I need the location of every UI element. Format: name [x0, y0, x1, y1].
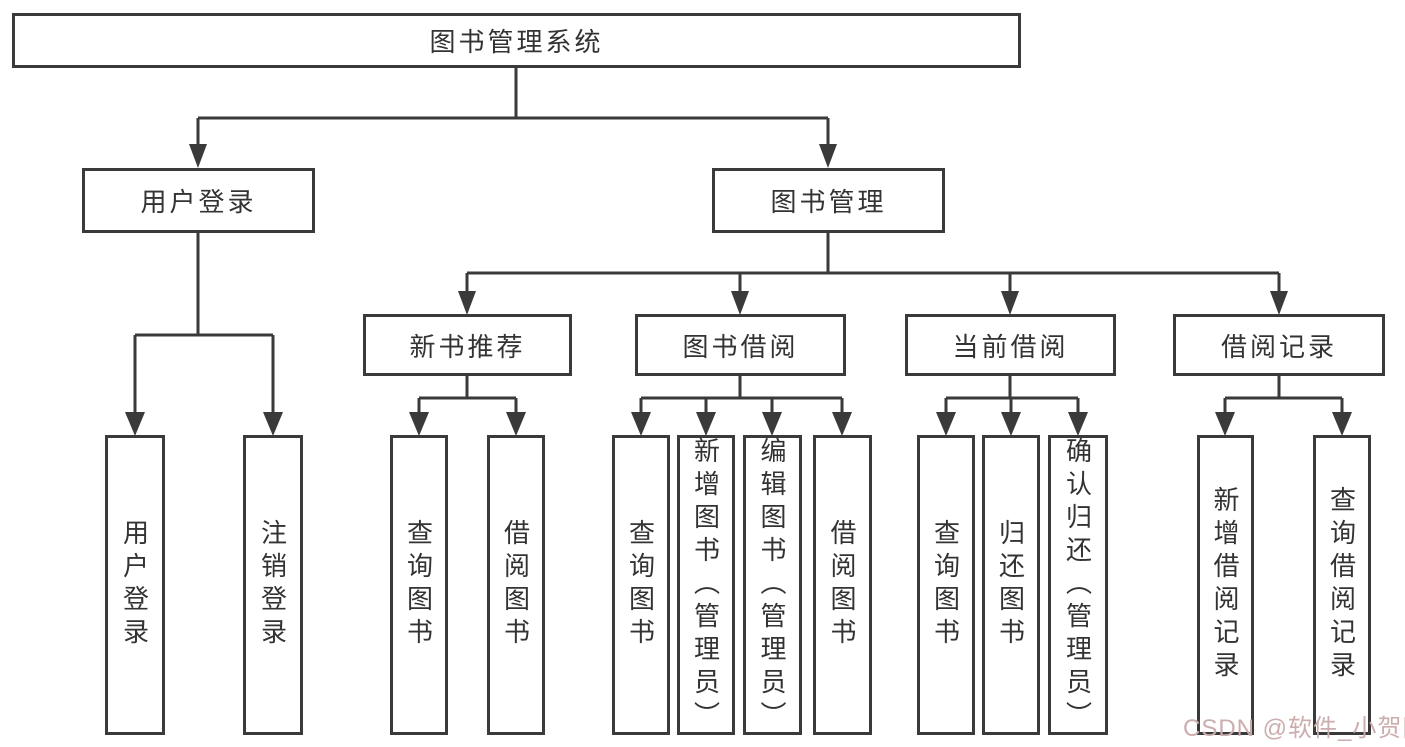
node-book-borrow: 图书借阅 — [635, 314, 846, 376]
node-label: 新书推荐 — [409, 331, 526, 362]
node-label: 图书管理 — [770, 187, 887, 217]
node-leaf-user-login: 用户登录 — [105, 435, 165, 735]
node-label: 查询借阅记录 — [1326, 486, 1357, 684]
node-leaf-newbooks-query: 查询图书 — [390, 435, 448, 735]
node-new-book-recommend: 新书推荐 — [363, 314, 572, 376]
node-root-system: 图书管理系统 — [12, 13, 1021, 68]
node-label: 借阅记录 — [1220, 331, 1337, 362]
node-leaf-logout: 注销登录 — [243, 435, 303, 735]
node-label: 查询图书 — [403, 519, 434, 651]
node-label: 查询图书 — [930, 519, 961, 651]
node-label: 图书管理系统 — [429, 27, 604, 57]
node-leaf-records-add: 新增借阅记录 — [1197, 435, 1254, 735]
node-label: 图书借阅 — [682, 331, 799, 362]
arrowheads-user-login-leaves — [125, 412, 283, 436]
node-leaf-newbooks-borrow: 借阅图书 — [487, 435, 545, 735]
connector-current-borrow-to-leaves — [944, 376, 1080, 414]
node-borrow-records: 借阅记录 — [1173, 314, 1385, 376]
node-current-borrow: 当前借阅 — [905, 314, 1116, 376]
watermark-text: CSDN @软件_小贺同学 — [1183, 715, 1405, 742]
node-leaf-borrow-add-admin: 新增图书（管理员） — [677, 435, 735, 735]
node-label: 查询图书 — [625, 519, 656, 651]
connector-borrow-records-to-leaves — [1223, 376, 1344, 414]
node-book-management: 图书管理 — [712, 168, 945, 233]
connector-new-book-recommend-to-leaves — [417, 376, 518, 414]
node-label: 确认归还（管理员） — [1062, 436, 1093, 734]
node-leaf-current-return: 归还图书 — [982, 435, 1040, 735]
node-label: 新增图书（管理员） — [690, 436, 721, 734]
connector-book-management-to-level3 — [465, 233, 1281, 292]
node-label: 编辑图书（管理员） — [757, 436, 787, 734]
node-leaf-borrow-query: 查询图书 — [612, 435, 670, 735]
node-label: 当前借阅 — [952, 331, 1069, 362]
node-label: 新增借阅记录 — [1210, 486, 1240, 684]
node-label: 注销登录 — [257, 519, 288, 651]
arrowheads-level3 — [458, 291, 1288, 315]
node-user-login: 用户登录 — [82, 168, 315, 233]
node-leaf-current-confirm-admin: 确认归还（管理员） — [1048, 435, 1108, 735]
node-leaf-borrow-edit-admin: 编辑图书（管理员） — [743, 435, 802, 735]
connector-root-to-level2 — [196, 68, 830, 146]
node-label: 归还图书 — [995, 519, 1026, 651]
arrowheads-current-borrow-leaves — [936, 412, 1088, 436]
arrowheads-borrow-records-leaves — [1215, 412, 1352, 436]
connector-user-login-to-leaves — [133, 233, 275, 414]
arrowheads-level2 — [189, 144, 837, 168]
node-label: 借阅图书 — [827, 519, 857, 651]
node-label: 用户登录 — [140, 187, 257, 217]
node-leaf-current-query: 查询图书 — [917, 435, 975, 735]
node-leaf-borrow-borrow: 借阅图书 — [813, 435, 872, 735]
node-label: 用户登录 — [119, 519, 150, 651]
node-label: 借阅图书 — [500, 519, 531, 651]
connector-book-borrow-to-leaves — [639, 376, 844, 414]
arrowheads-book-borrow-leaves — [631, 412, 852, 436]
arrowheads-new-book-leaves — [409, 412, 526, 436]
node-leaf-records-query: 查询借阅记录 — [1313, 435, 1371, 735]
